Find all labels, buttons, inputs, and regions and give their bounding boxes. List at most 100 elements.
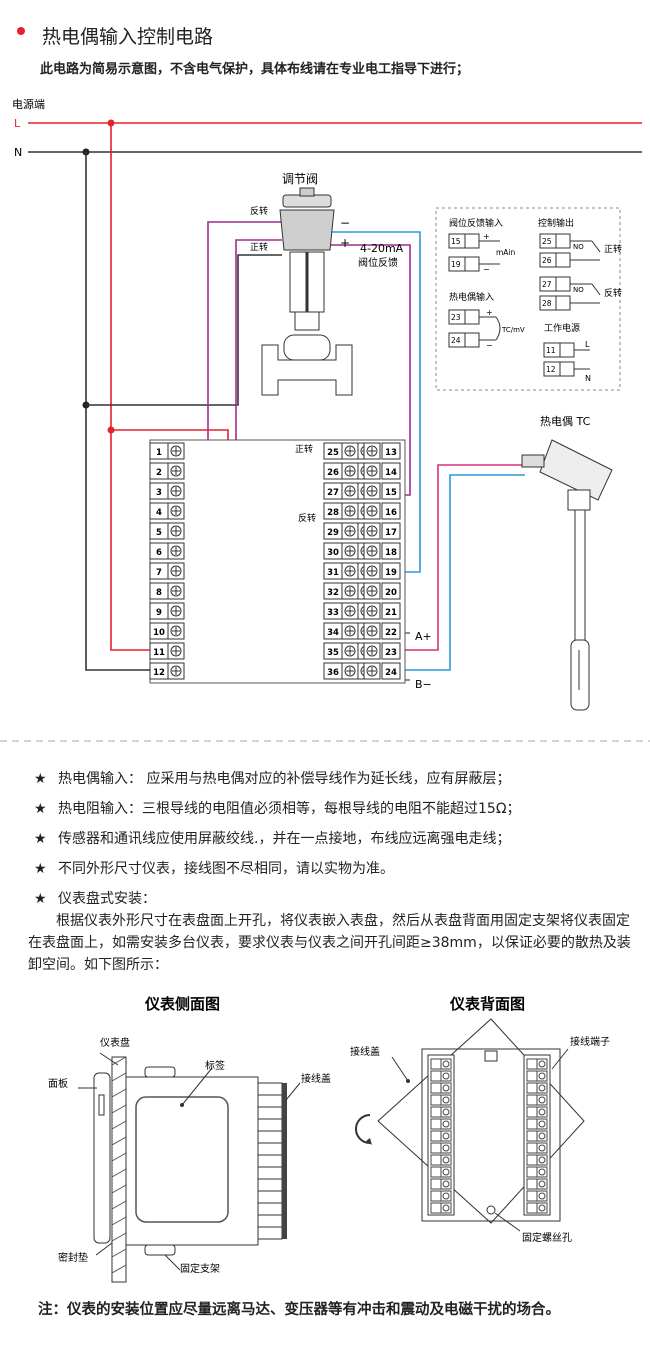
terminal-number: 3 <box>156 488 162 498</box>
terminal-cell: 14 <box>363 462 401 480</box>
terminal-cell: 22 <box>363 622 401 640</box>
terminal-cell: 24 <box>363 662 401 680</box>
terminal-number: 12 <box>153 668 165 678</box>
rs485-a-label: A+ <box>415 630 432 643</box>
page-subtitle: 此电路为简易示意图，不含电气保护，具体布线请在专业电工指导下进行； <box>40 62 470 77</box>
back-terminal-label: 接线端子 <box>570 1035 610 1048</box>
terminal-cell: 20 <box>363 582 401 600</box>
thermocouple-label: 热电偶 TC <box>540 415 591 428</box>
legend-control-title: 控制输出 <box>538 217 574 229</box>
legend-plus: + <box>483 232 490 241</box>
terminal-number: 14 <box>385 468 397 478</box>
star-icon: ★ <box>34 831 47 847</box>
line-l-label: L <box>14 117 21 130</box>
legend-minus: − <box>483 265 490 274</box>
legend-num: 26 <box>542 256 552 265</box>
terminal-number: 32 <box>327 588 339 598</box>
legend-num: 28 <box>542 299 552 308</box>
terminal-number: 15 <box>385 488 397 498</box>
terminal-number: 36 <box>327 668 339 678</box>
back-terminal-cell <box>430 1058 452 1070</box>
terminal-number: 21 <box>385 608 397 618</box>
terminal-number: 18 <box>385 548 397 558</box>
back-terminal-cell <box>430 1094 452 1106</box>
terminal-cell: 10 <box>149 622 185 640</box>
back-terminal-cell <box>430 1106 452 1118</box>
legend-pw-l: L <box>585 340 590 349</box>
back-terminal-cell <box>526 1190 548 1202</box>
wire-n-terminal12 <box>85 152 160 671</box>
side-panel-label: 仪表盘 <box>100 1036 130 1049</box>
legend-tc-title: 热电偶输入 <box>449 291 494 303</box>
back-terminal-cell <box>526 1166 548 1178</box>
side-gasket-label: 密封垫 <box>58 1251 88 1264</box>
terminal-cell: 9 <box>149 602 185 620</box>
terminal-cell: 8 <box>149 582 185 600</box>
notes-section: ★热电偶输入： 应采用与热电偶对应的补偿导线作为延长线，应有屏蔽层； ★热电阻输… <box>34 764 634 914</box>
terminal-number: 29 <box>327 528 339 538</box>
legend-no: NO <box>573 243 584 251</box>
note-item: ★热电偶输入： 应采用与热电偶对应的补偿导线作为延长线，应有屏蔽层； <box>34 764 634 794</box>
terminal-number: 24 <box>385 668 397 678</box>
power-label: 电源端 <box>12 97 45 111</box>
wiring-diagram: 电源端 L N A+ B− 调节阀 反转 正转 − + 4-20mA 阀位反馈 … <box>0 97 650 742</box>
footer-note: 注：仪表的安装位置应尽量远离马达、变压器等有冲击和震动及电磁干扰的场合。 <box>38 1302 560 1318</box>
legend-reverse: 反转 <box>604 287 622 299</box>
terminal-cell: 5 <box>149 522 185 540</box>
back-terminal-cell <box>430 1178 452 1190</box>
terminal-number: 26 <box>327 468 339 478</box>
back-terminal-cell <box>430 1070 452 1082</box>
back-terminal-cell <box>526 1070 548 1082</box>
valve-signal-label: 4-20mA <box>360 242 404 255</box>
back-terminal-cell <box>430 1190 452 1202</box>
title-bullet-icon <box>17 27 25 35</box>
terminal-cell: 23 <box>363 642 401 660</box>
legend-minus: − <box>486 341 493 350</box>
note-item: ★仪表盘式安装： <box>34 884 634 914</box>
terminal-number: 11 <box>153 648 165 658</box>
back-terminal-cell <box>430 1154 452 1166</box>
terminal-cell: 13 <box>363 442 401 460</box>
right-terminal-column: 13 14 15 16 17 18 19 20 21 22 23 24 <box>363 442 401 680</box>
mounting-diagrams: 仪表侧面图 仪表背面图 仪表盘 面板 标签 接线盖 密封垫 固定支架 <box>48 995 610 1283</box>
terminal-cell: 15 <box>363 482 401 500</box>
terminal-number: 22 <box>385 628 397 638</box>
legend-num: 24 <box>451 336 461 345</box>
terminal-cell: 19 <box>363 562 401 580</box>
side-face-label: 面板 <box>48 1077 68 1090</box>
back-terminal-cell <box>526 1178 548 1190</box>
back-terminal-cell <box>430 1166 452 1178</box>
back-terminal-cell <box>430 1082 452 1094</box>
terminal-cell: 11 <box>149 642 185 660</box>
terminal-cell: 16 <box>363 502 401 520</box>
legend-plus: + <box>486 308 493 317</box>
terminal-number: 2 <box>156 468 162 478</box>
terminal-number: 19 <box>385 568 397 578</box>
terminal-cell: 18 <box>363 542 401 560</box>
back-terminal-cell <box>526 1118 548 1130</box>
terminal-number: 13 <box>385 448 397 458</box>
back-terminal-cell <box>526 1082 548 1094</box>
side-label-label: 标签 <box>205 1059 225 1072</box>
terminal-number: 27 <box>327 488 339 498</box>
terminal-number: 20 <box>385 588 397 598</box>
legend-forward: 正转 <box>604 243 622 255</box>
back-terminal-cell <box>526 1106 548 1118</box>
back-screw-label: 固定螺丝孔 <box>522 1231 572 1244</box>
terminal-number: 17 <box>385 528 397 538</box>
star-icon: ★ <box>34 891 47 907</box>
terminal-number: 25 <box>327 448 339 458</box>
legend-feedback-unit: mAin <box>496 248 516 257</box>
terminal-cell: 4 <box>149 502 185 520</box>
terminal-number: 5 <box>156 528 162 538</box>
legend-no: NO <box>573 286 584 294</box>
valve-plus-label: + <box>340 236 350 250</box>
page-title: 热电偶输入控制电路 <box>42 26 214 48</box>
legend-tc-unit: TC/mV <box>501 326 525 334</box>
terminal-cell: 21 <box>363 602 401 620</box>
terminal-cell: 3 <box>149 482 185 500</box>
star-icon: ★ <box>34 861 47 877</box>
back-terminal-cell <box>430 1118 452 1130</box>
legend-num: 27 <box>542 280 552 289</box>
legend-feedback-title: 阀位反馈输入 <box>449 217 503 229</box>
